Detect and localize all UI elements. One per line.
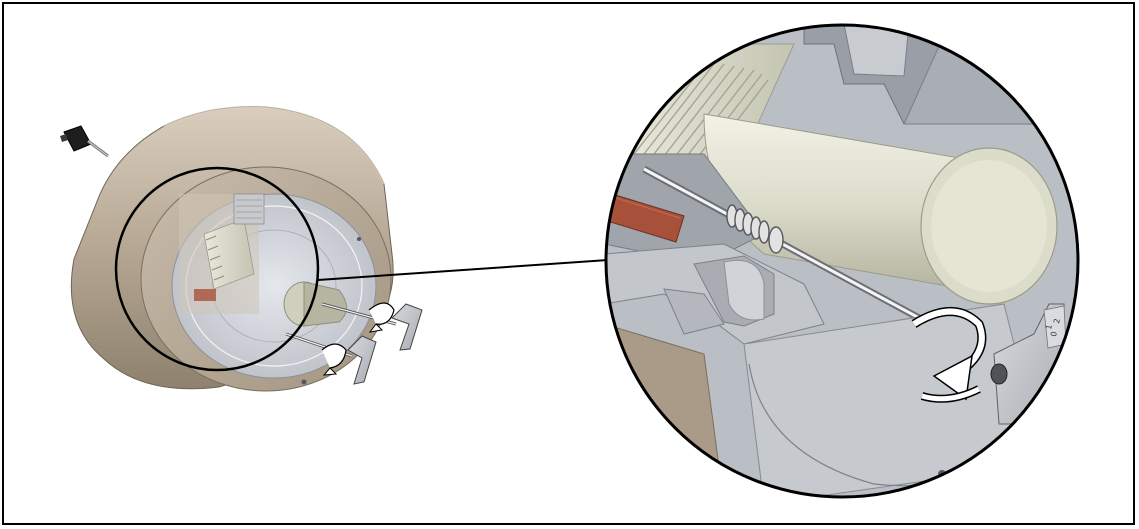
detail-zoom-view: 0 1 2 <box>604 23 1080 499</box>
callout-leader-line <box>317 259 609 281</box>
rotation-arrow <box>911 307 987 403</box>
detail-zoom-border <box>604 23 1080 499</box>
scale-mark-2: 2 <box>1052 318 1062 325</box>
exploded-view-illustration: 0 1 2 <box>60 23 1080 499</box>
brake-assembly <box>60 105 423 392</box>
release-lever-upper <box>321 302 423 351</box>
inner-mechanism <box>179 193 265 314</box>
detail-callout-circle <box>114 166 320 372</box>
scale-mark-1: 1 <box>1044 324 1054 331</box>
scale-mark-0: 0 <box>1049 331 1059 338</box>
connector-plug <box>60 125 109 158</box>
release-lever-lower <box>285 332 377 385</box>
